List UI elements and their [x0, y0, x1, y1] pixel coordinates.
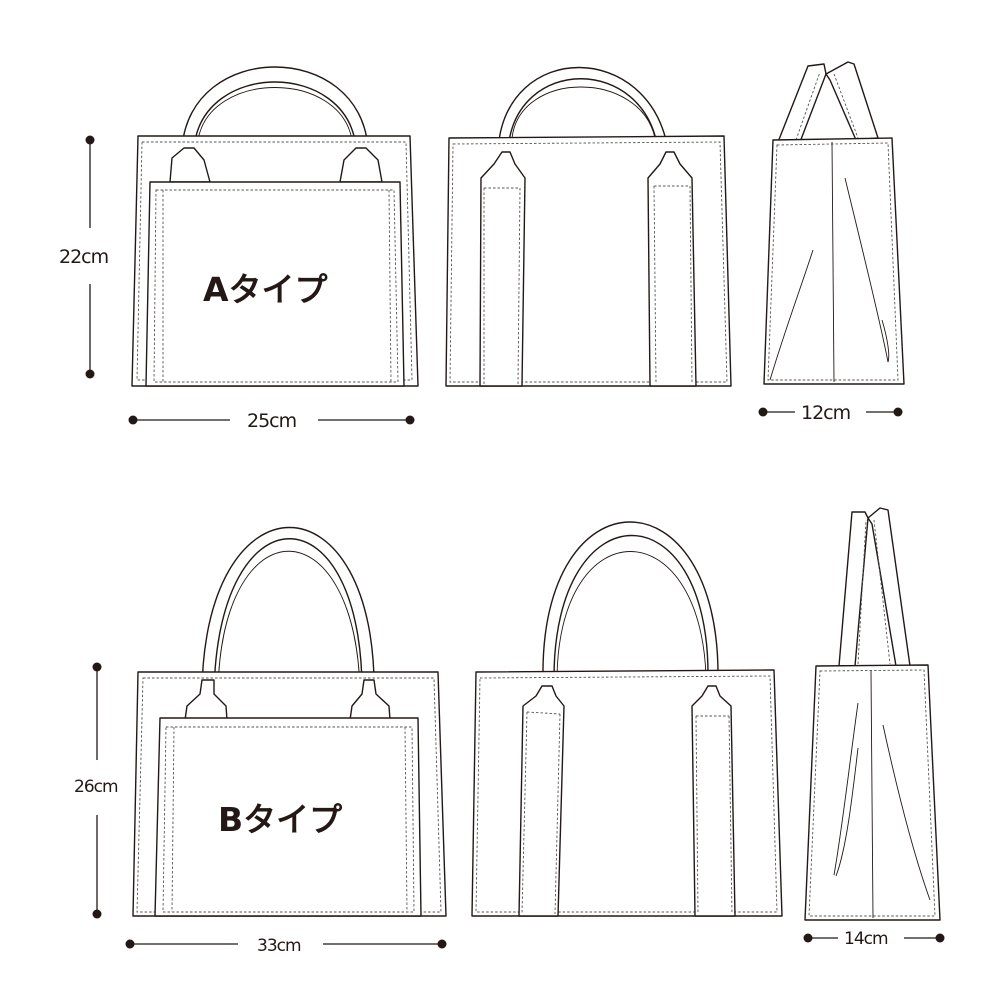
type-a-depth-dimension: [758, 407, 903, 417]
type-b-side-view: [804, 507, 941, 921]
type-a-height-dimension: [85, 135, 95, 379]
type-a-depth-label: 12cm: [801, 402, 850, 424]
type-a-width-label: 25cm: [247, 410, 296, 432]
type-b-depth-dimension: [803, 933, 945, 943]
type-a-back-view: [445, 66, 732, 387]
type-b-width-dimension: [125, 939, 447, 949]
type-a-label: Aタイプ: [203, 270, 329, 309]
type-b-width-label: 33cm: [257, 936, 301, 956]
type-a-width-dimension: [128, 415, 415, 425]
type-b-depth-label: 14cm: [844, 929, 888, 949]
type-b-height-dimension: [92, 662, 102, 919]
type-a-front-view: [131, 66, 419, 387]
type-b-label: Bタイプ: [218, 800, 343, 839]
type-b-front-view: [132, 526, 447, 917]
type-a-height-label: 22cm: [59, 246, 108, 268]
type-a-side-view: [763, 61, 905, 385]
type-b-height-label: 26cm: [74, 777, 118, 797]
type-b-back-view: [471, 521, 783, 917]
